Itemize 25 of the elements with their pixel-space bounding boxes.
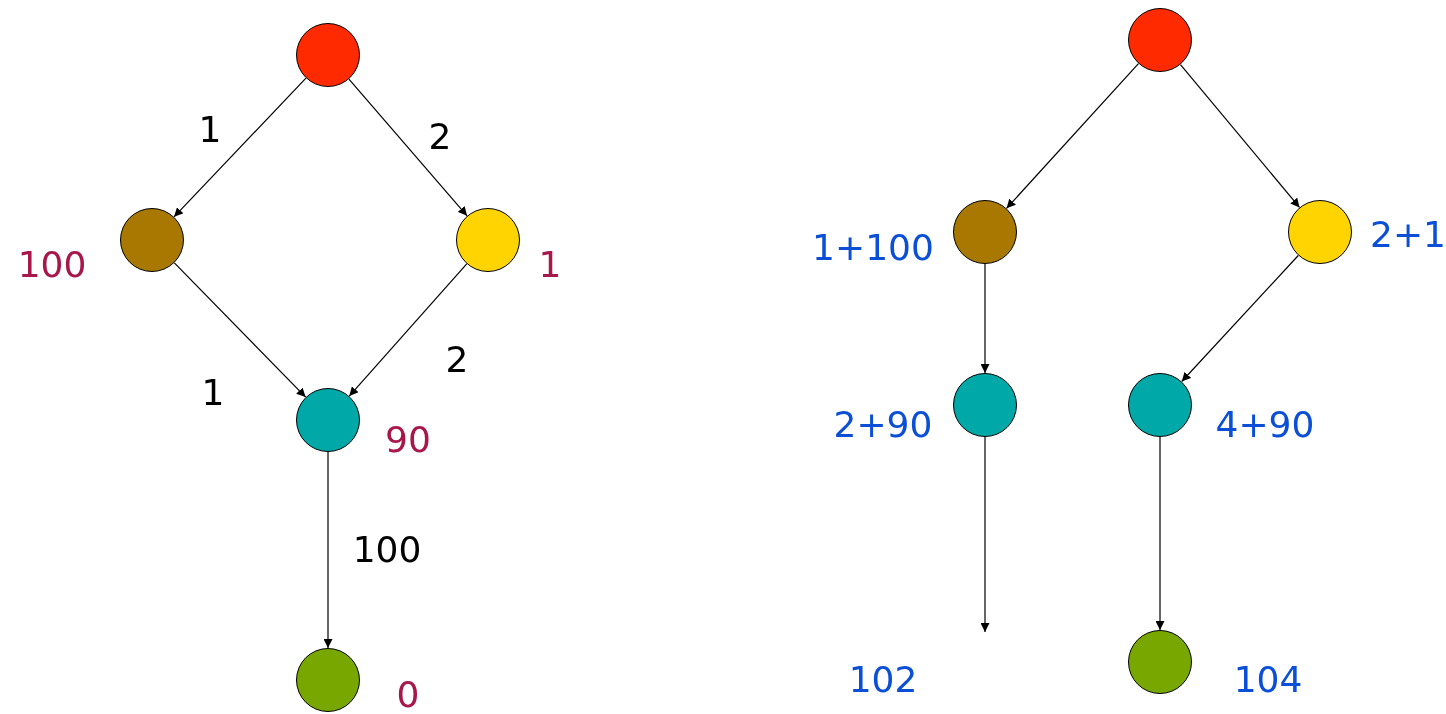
arrow bbox=[1179, 64, 1301, 208]
arrow bbox=[1181, 254, 1299, 383]
node-value: 2+90 bbox=[833, 407, 933, 443]
arrow bbox=[173, 77, 307, 218]
graph-node-circle bbox=[296, 388, 360, 452]
arrow bbox=[173, 262, 307, 398]
arrow bbox=[348, 263, 468, 397]
arrow bbox=[980, 263, 990, 374]
node-value: 0 bbox=[396, 677, 420, 713]
node-value: 100 bbox=[17, 247, 87, 283]
graph-node-circle bbox=[456, 208, 520, 272]
arrow bbox=[348, 78, 468, 217]
value-label: 102 bbox=[848, 662, 918, 698]
arrow bbox=[1155, 436, 1165, 631]
arrow bbox=[323, 451, 333, 649]
arrow bbox=[980, 436, 990, 633]
node-value: 104 bbox=[1233, 662, 1303, 698]
arrow bbox=[1005, 63, 1140, 209]
node-value: 2+1 bbox=[1370, 217, 1446, 253]
node-value: 1+100 bbox=[812, 230, 934, 266]
node-value: 4+90 bbox=[1215, 407, 1315, 443]
graph-node-circle bbox=[120, 208, 184, 272]
node-value: 90 bbox=[385, 422, 431, 458]
graph-node-circle bbox=[1288, 200, 1352, 264]
node-value: 1 bbox=[538, 247, 562, 283]
